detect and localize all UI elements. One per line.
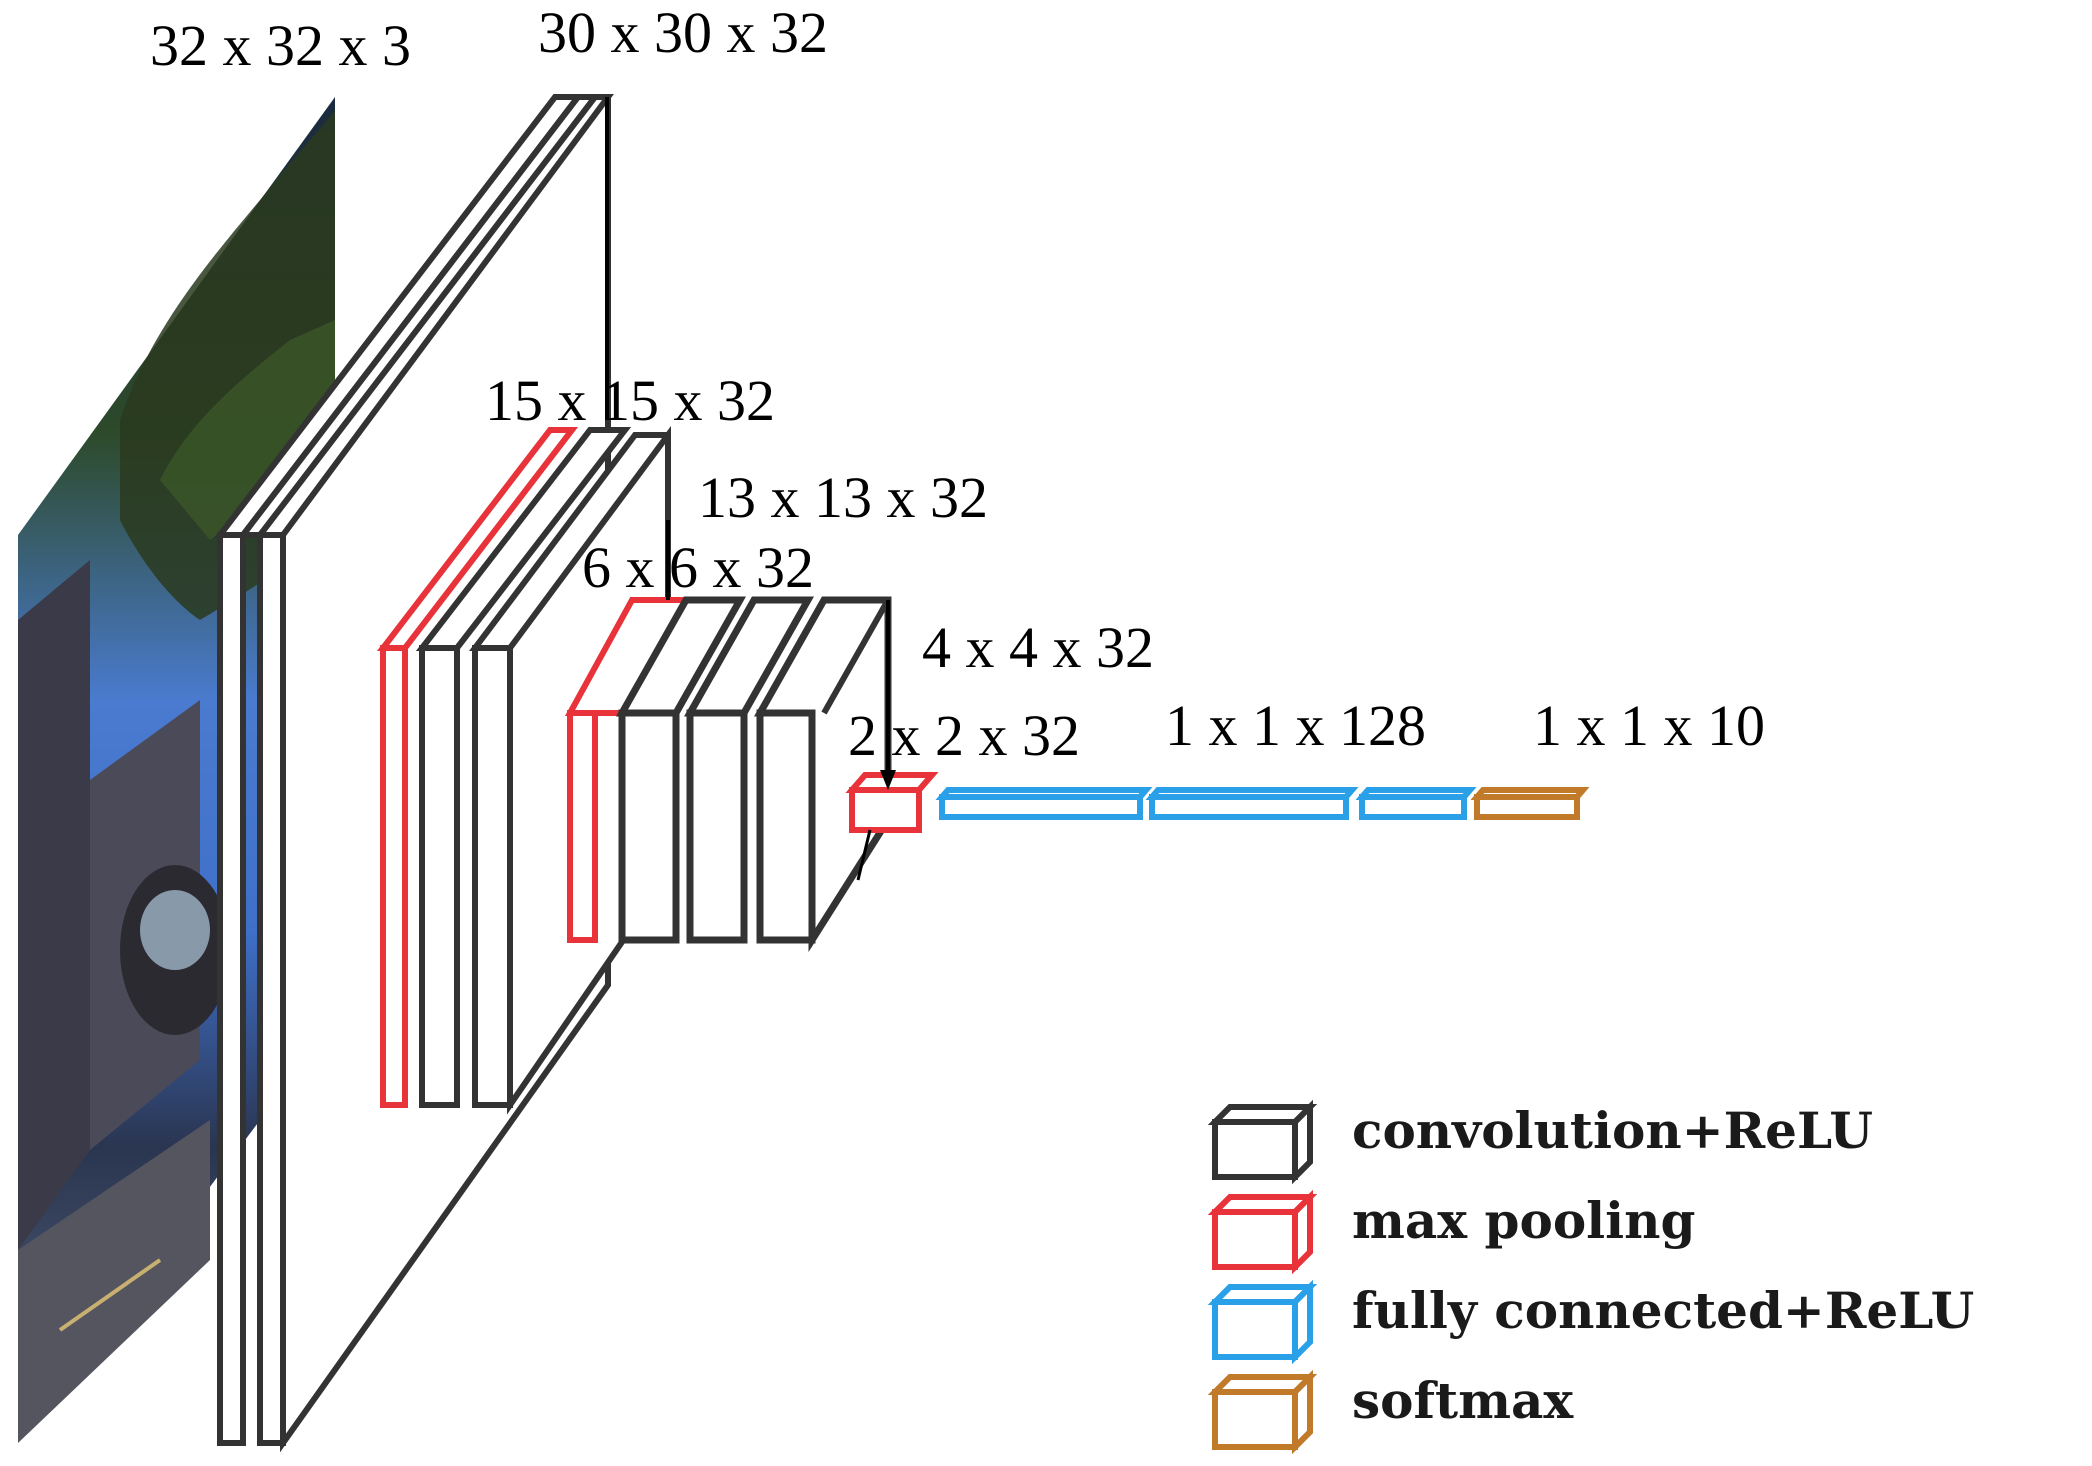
legend-label-max-pooling: max pooling xyxy=(1352,1191,1695,1250)
label-pool3: 2 x 2 x 32 xyxy=(848,703,1080,768)
softmax-layer xyxy=(1470,787,1590,820)
label-softmax: 1 x 1 x 10 xyxy=(1533,693,1765,758)
legend: convolution+ReLU max pooling fully conne… xyxy=(1207,1099,1974,1455)
label-conv3: 4 x 4 x 32 xyxy=(922,615,1154,680)
legend-item-softmax: softmax xyxy=(1207,1369,1574,1455)
pool2-block xyxy=(564,597,696,943)
label-conv2: 13 x 13 x 32 xyxy=(698,465,988,530)
pool3-block xyxy=(845,772,939,833)
label-pool1: 15 x 15 x 32 xyxy=(485,368,775,433)
connector-lines xyxy=(605,97,896,881)
fc-layers xyxy=(935,787,1477,820)
label-pool2: 6 x 6 x 32 xyxy=(582,535,814,600)
legend-item-max-pooling: max pooling xyxy=(1207,1189,1695,1275)
legend-label-fully-connected: fully connected+ReLU xyxy=(1352,1281,1974,1340)
pool1-block xyxy=(376,427,579,1108)
legend-label-softmax: softmax xyxy=(1352,1371,1574,1430)
label-conv1: 30 x 30 x 32 xyxy=(538,0,828,65)
label-fc1: 1 x 1 x 128 xyxy=(1165,693,1426,758)
legend-label-convolution: convolution+ReLU xyxy=(1352,1101,1873,1160)
input-image xyxy=(18,97,335,1443)
legend-item-fully-connected: fully connected+ReLU xyxy=(1207,1279,1974,1365)
conv3-block xyxy=(615,596,892,953)
label-input: 32 x 32 x 3 xyxy=(150,13,411,78)
legend-item-convolution: convolution+ReLU xyxy=(1207,1099,1873,1185)
